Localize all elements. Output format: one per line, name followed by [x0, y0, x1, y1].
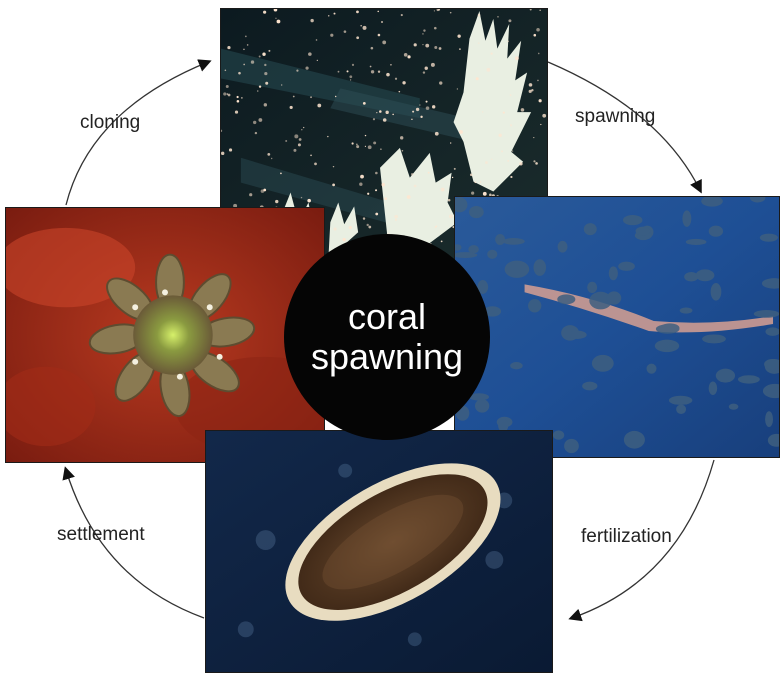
center-title-disc: coral spawning — [284, 234, 490, 440]
polyp-photo — [5, 207, 325, 463]
center-title-line1: coral — [348, 297, 426, 337]
stage-label-settlement: settlement — [57, 524, 145, 546]
egg-bundles-photo — [454, 196, 780, 458]
stage-label-spawning: spawning — [575, 106, 655, 128]
center-title-line2: spawning — [311, 337, 463, 377]
stage-label-fertilization: fertilization — [581, 526, 672, 548]
planula-larva-photo — [205, 430, 553, 673]
stage-label-cloning: cloning — [80, 112, 140, 134]
